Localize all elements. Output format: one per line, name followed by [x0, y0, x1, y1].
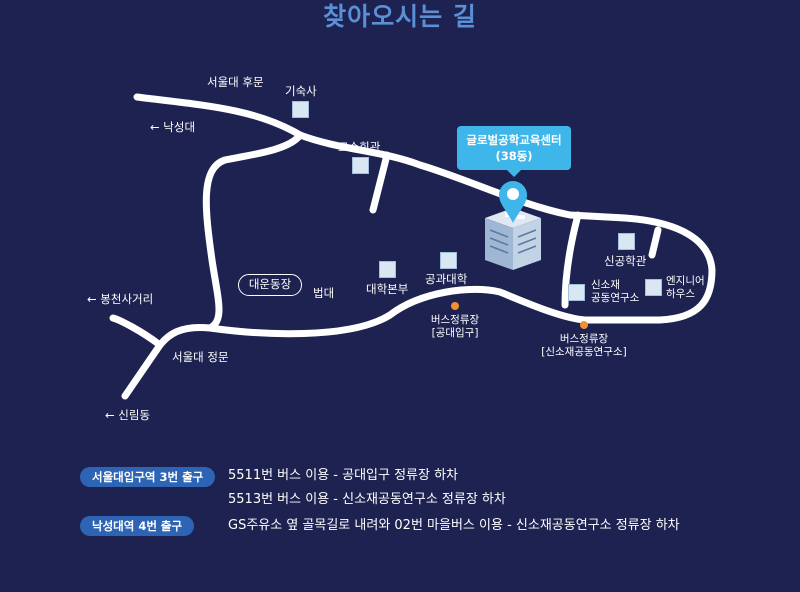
rear-gate-label: 서울대 후문 — [207, 75, 264, 89]
dormitory-label: 기숙사 — [285, 84, 317, 98]
road-west-loop — [202, 131, 304, 332]
road-to-faculty — [369, 151, 391, 214]
engineer-house-label: 엔지니어 하우스 — [666, 275, 705, 300]
main-admin-label: 대학본부 — [366, 282, 409, 296]
road-east-spur — [648, 226, 662, 259]
main-gate-label: 서울대 정문 — [172, 350, 229, 364]
bongcheon-direction: ← 봉천사거리 — [87, 292, 154, 306]
map-pin-icon — [499, 181, 527, 223]
page-title: 찾아오시는 길 — [323, 2, 477, 31]
faculty-club-building-icon — [352, 157, 369, 174]
road-to-sillim — [121, 341, 164, 400]
route-text: GS주유소 옆 골목길로 내려와 02번 마을버스 이용 - 신소재공동연구소 … — [228, 518, 680, 533]
engineering-building-icon — [440, 252, 457, 269]
route-text: 5513번 버스 이용 - 신소재공동연구소 정류장 하차 — [228, 492, 506, 507]
bus-stop-icon — [580, 321, 588, 329]
faculty-club-label: 교수회관 — [338, 140, 381, 154]
destination-number: (38동) — [495, 149, 533, 163]
sillim-direction: ← 신림동 — [105, 408, 151, 422]
bus-stop-icon — [451, 302, 459, 310]
engineer-house-building-icon — [645, 279, 662, 296]
bus-stop-gongdae-label: 버스정류장 [공대입구] — [430, 314, 480, 339]
destination-name: 글로벌공학교육센터 — [466, 133, 562, 147]
sinsojae-building-icon — [568, 284, 585, 301]
route-text: 5511번 버스 이용 - 공대입구 정류장 하차 — [228, 468, 459, 483]
road-to-bongcheon — [109, 314, 164, 349]
engineering-label: 공과대학 — [425, 272, 468, 286]
main-admin-building-icon — [379, 261, 396, 278]
station-badge-nakseongdae: 낙성대역 4번 출구 — [80, 516, 195, 536]
law-school-label: 법대 — [313, 286, 335, 300]
dormitory-building-icon — [292, 101, 309, 118]
station-badge-seoul-univ: 서울대입구역 3번 출구 — [80, 467, 216, 487]
nakseongdae-direction: ← 낙성대 — [150, 120, 196, 134]
road-rear-gate — [133, 93, 716, 349]
sinsojae-label: 신소재 공동연구소 — [591, 279, 640, 304]
new-engineering-label: 신공학관 — [604, 254, 647, 268]
bus-stop-sinsojae-label: 버스정류장 [신소재공동연구소] — [541, 333, 627, 358]
new-engineering-building-icon — [618, 233, 635, 250]
road-east-branch — [561, 211, 582, 309]
stadium-label: 대운동장 — [238, 274, 302, 296]
destination-callout: 글로벌공학교육센터 (38동) — [457, 126, 571, 177]
